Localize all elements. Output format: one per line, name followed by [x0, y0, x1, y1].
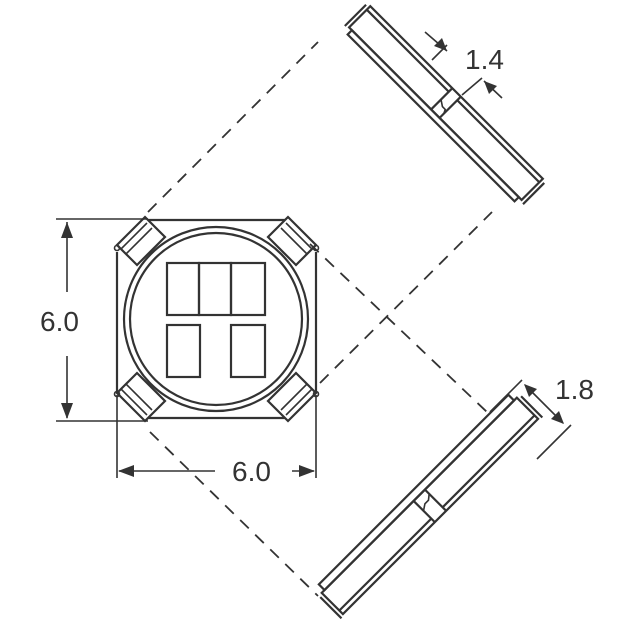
height-label: 6.0: [40, 306, 79, 337]
width-label: 6.0: [232, 456, 271, 487]
side-view-upper: [344, 3, 546, 205]
width-dimension: [116, 395, 317, 478]
corner-pad-top-left: [113, 215, 167, 267]
height-dimension: [56, 218, 148, 422]
top-view-package: [113, 215, 320, 423]
led-chips: [165, 261, 267, 379]
upper-thickness-label: 1.4: [465, 44, 504, 75]
corner-pad-top-right: [266, 215, 320, 267]
side-view-lower: [317, 393, 544, 620]
corner-pad-bottom-left: [113, 371, 167, 423]
thickness-dimension-upper: [424, 31, 503, 99]
thickness-dimension-lower: [489, 379, 572, 460]
lower-thickness-label: 1.8: [555, 374, 594, 405]
lens-inner-ring: [128, 231, 304, 407]
projection-lines: [147, 41, 493, 597]
lens-outer-ring: [122, 225, 310, 413]
